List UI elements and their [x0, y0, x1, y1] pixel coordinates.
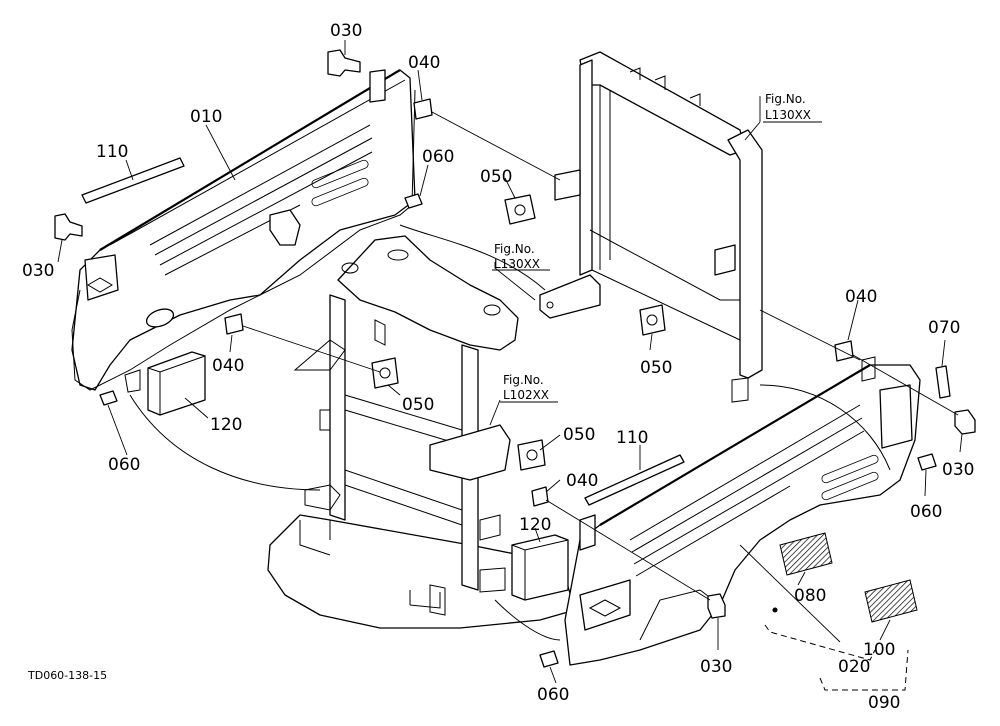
rod-110-left — [81, 157, 185, 204]
fig-ref-2: Fig.No. L130XX — [492, 242, 550, 271]
washer-040-a — [413, 98, 433, 120]
washer-040-c — [834, 340, 854, 362]
nut-050-c — [639, 304, 666, 336]
bolt-030-right — [954, 409, 976, 435]
nut-050-a — [504, 194, 536, 225]
callout-050-top: 050 — [480, 167, 512, 187]
callout-030-right: 030 — [942, 460, 974, 480]
leader-lines — [57, 40, 963, 684]
callout-030-left: 030 — [22, 261, 54, 281]
center-frame — [293, 235, 519, 616]
callout-120-left: 120 — [210, 415, 242, 435]
group-brackets — [764, 624, 909, 691]
callout-060-left: 060 — [108, 455, 140, 475]
bolt-030-bottom — [707, 593, 726, 619]
fig-ref-3-line1: Fig.No. — [503, 373, 544, 387]
pin-060-b — [99, 390, 118, 406]
fig-ref-3: Fig.No. L102XX — [500, 373, 558, 403]
bolt-030-top — [327, 49, 361, 77]
pin-060-d — [539, 650, 559, 668]
callout-030-bottom: 030 — [700, 657, 732, 677]
callout-040-right: 040 — [845, 287, 877, 307]
callout-100: 100 — [863, 640, 895, 660]
fig-ref-3-line2: L102XX — [503, 388, 549, 402]
callout-060-right: 060 — [910, 502, 942, 522]
floor-plate — [267, 514, 576, 629]
fig-ref-1: Fig.No. L130XX — [763, 92, 822, 123]
fig-ref-2-line1: Fig.No. — [494, 242, 535, 256]
callout-040-lower: 040 — [566, 471, 598, 491]
callout-060-top: 060 — [422, 147, 454, 167]
drawing-code: TD060-138-15 — [27, 669, 107, 682]
callout-110-left: 110 — [96, 142, 128, 162]
callout-060-bottom: 060 — [537, 685, 569, 705]
callout-090: 090 — [868, 693, 900, 713]
bolt-030-left — [54, 213, 83, 241]
pad-120-left — [147, 351, 206, 416]
label-080 — [779, 532, 833, 576]
rod-110-right — [584, 454, 685, 506]
callout-080: 080 — [794, 586, 826, 606]
callout-110-right: 110 — [616, 428, 648, 448]
washer-040-b — [224, 313, 244, 335]
callout-120-right: 120 — [519, 515, 551, 535]
callout-050-center: 050 — [402, 395, 434, 415]
callout-040-top: 040 — [408, 53, 440, 73]
vent-slots-right — [629, 404, 879, 577]
washer-040-d — [531, 486, 549, 507]
callout-070: 070 — [928, 318, 960, 338]
fig-ref-1-line2: L130XX — [765, 108, 811, 122]
nut-050-b — [371, 357, 399, 389]
fig-ref-1-line1: Fig.No. — [765, 92, 806, 106]
fig-ref-2-line2: L130XX — [494, 257, 540, 271]
pin-060-c — [917, 453, 937, 471]
callout-010: 010 — [190, 107, 222, 127]
callout-030-top: 030 — [330, 21, 362, 41]
right-side-cover — [564, 356, 921, 666]
vent-slots-left — [149, 124, 373, 276]
pad-120-right — [511, 534, 569, 601]
callout-050-right: 050 — [640, 358, 672, 378]
label-100 — [864, 579, 918, 623]
callout-020: 020 — [838, 657, 870, 677]
clip-070 — [935, 365, 951, 399]
rear-frame — [539, 51, 763, 403]
callout-050-lower: 050 — [563, 425, 595, 445]
pin-060-a — [404, 193, 423, 209]
callout-labels: 030 040 010 110 060 050 030 040 120 060 … — [22, 21, 974, 713]
callout-040-left: 040 — [212, 356, 244, 376]
left-side-cover — [71, 69, 416, 393]
nut-050-d — [517, 439, 546, 471]
